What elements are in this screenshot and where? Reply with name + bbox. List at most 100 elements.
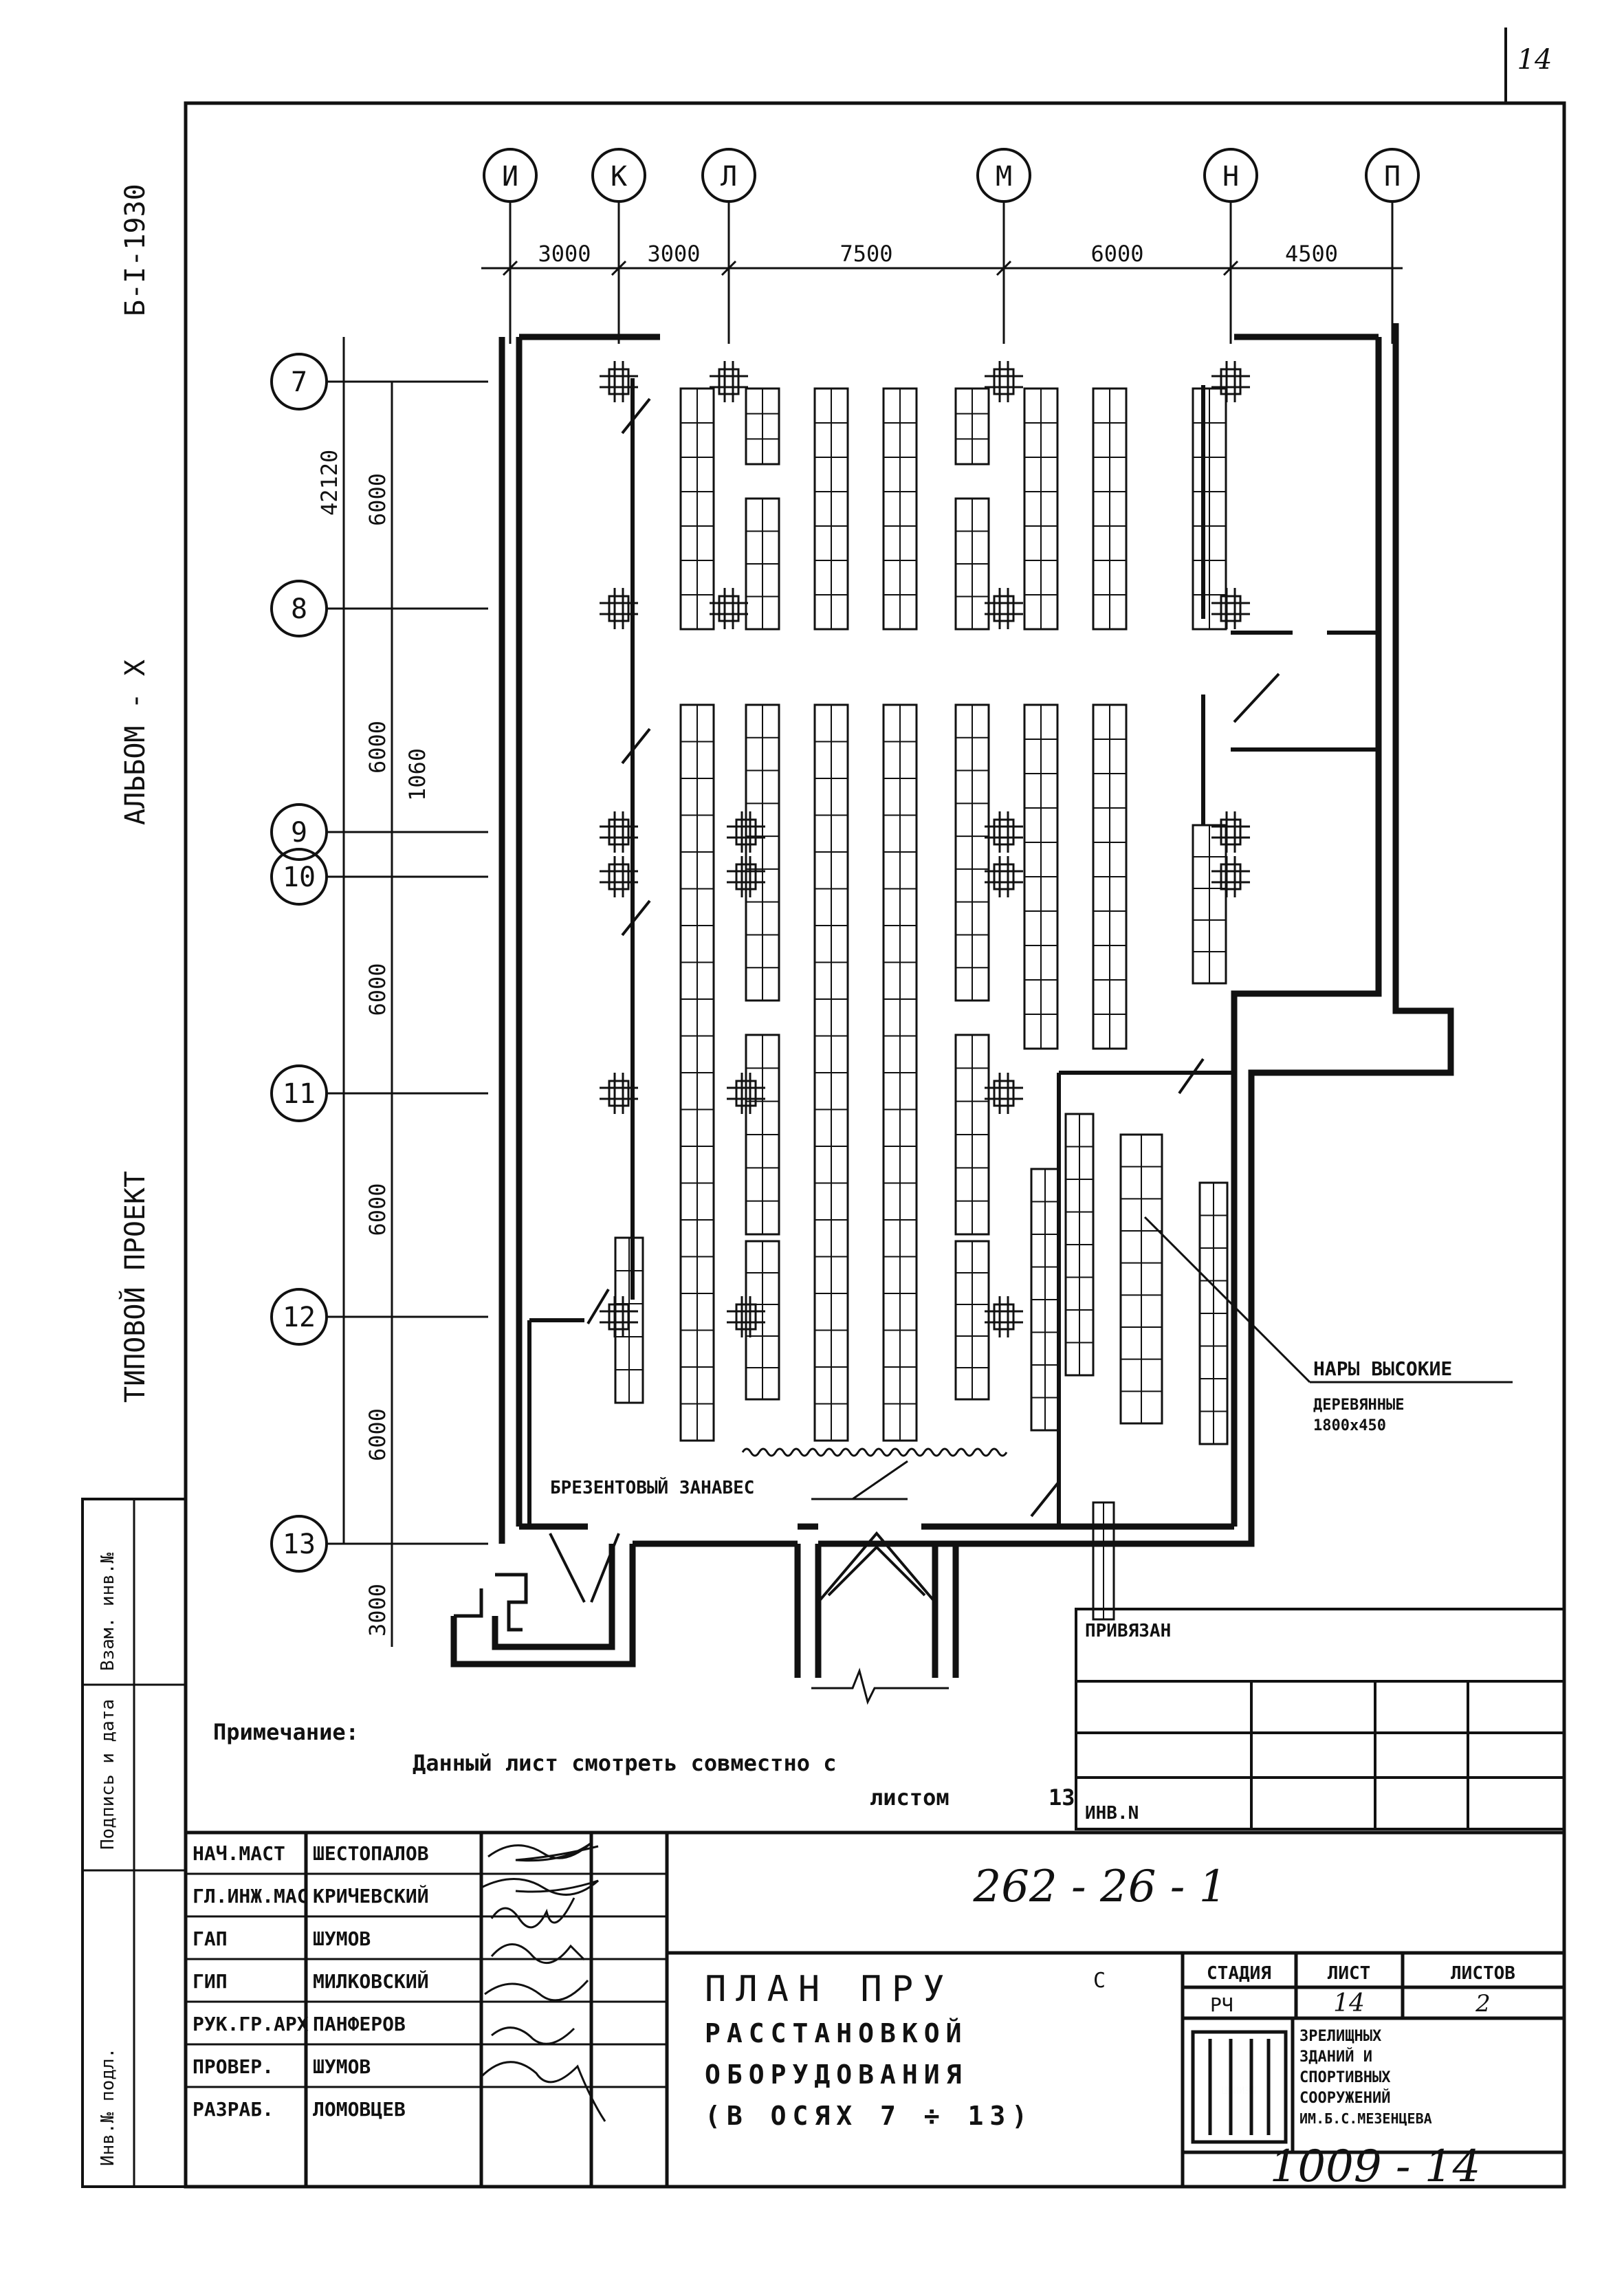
column-axis-label: Л <box>721 161 737 193</box>
column-dimension: 7500 <box>840 241 892 267</box>
org-line-4: СООРУЖЕНИЙ <box>1299 2089 1390 2107</box>
dim-offset: 1060 <box>404 748 430 801</box>
stage-value: РЧ <box>1210 1993 1233 2016</box>
bunk-group <box>745 1034 780 1236</box>
note-label: Примечание: <box>213 1719 359 1745</box>
person-name: ПАНФЕРОВ <box>313 2013 406 2035</box>
column-marker <box>600 361 638 402</box>
person-role: ГЛ.ИНЖ.МАС <box>193 1885 309 1907</box>
column-marker <box>1211 361 1250 402</box>
sheet-header: ЛИСТ <box>1328 1963 1371 1984</box>
column-axis-4: М <box>976 148 1031 344</box>
column-axis-1: И <box>483 148 538 344</box>
row-dimension: 6000 <box>364 1183 391 1236</box>
people-row: ПРОВЕР.ШУМОВ <box>186 2043 667 2078</box>
column-marker <box>600 811 638 853</box>
inv-label: ИНВ.N <box>1085 1803 1139 1824</box>
bunk-group <box>954 1034 990 1236</box>
bunk-group <box>1192 387 1227 631</box>
album-label: АЛЬБОМ - X <box>120 659 151 825</box>
bunk-group <box>813 703 849 1442</box>
bunk-group <box>1092 387 1128 631</box>
column-marker <box>985 361 1023 402</box>
column-marker <box>1211 856 1250 897</box>
bunk-group <box>813 387 849 631</box>
stairs <box>454 1573 528 1632</box>
column-marker <box>710 588 748 629</box>
org-line-1: ЗРЕЛИЩНЫХ <box>1299 2028 1381 2045</box>
person-role: ПРОВЕР. <box>193 2055 274 2078</box>
column-axis-3: Л <box>701 148 756 344</box>
title-line-2: РАССТАНОВКОЙ <box>705 2018 968 2048</box>
org-line-3: СПОРТИВНЫХ <box>1299 2069 1390 2086</box>
bunk-group <box>1092 1501 1115 1621</box>
row-dimension: 6000 <box>364 721 391 774</box>
strip-sign: Подпись и дата <box>98 1699 118 1850</box>
note-line-2: листом <box>870 1784 950 1811</box>
bunk-group <box>1023 703 1059 1050</box>
bunk-group <box>745 1240 780 1401</box>
row-axis-label: 12 <box>283 1302 316 1333</box>
bunk-group <box>1192 824 1227 985</box>
bunk-group <box>1198 1181 1229 1445</box>
curtain-label: БРЕЗЕНТОВЫЙ ЗАНАВЕС <box>550 1476 754 1498</box>
person-role: НАЧ.МАСТ <box>193 1842 285 1865</box>
bunk-group <box>1064 1113 1095 1377</box>
note-ref: 13 <box>1049 1784 1075 1811</box>
title-line-4: (В ОСЯХ 7 ÷ 13) <box>705 2101 1033 2131</box>
bunk-group <box>954 387 990 466</box>
row-axis-label: 8 <box>291 593 307 625</box>
sheets-value: 2 <box>1475 1990 1491 2018</box>
dimension-lines <box>342 267 1403 1647</box>
org-line-2: ЗДАНИЙ И <box>1299 2048 1372 2066</box>
column-axis-label: И <box>502 161 518 193</box>
curtain <box>741 1447 1008 1457</box>
doc-code: 262 - 26 - 1 <box>973 1861 1227 1912</box>
column-marker <box>985 1073 1023 1114</box>
note-line-1: Данный лист смотреть совместно с <box>413 1750 837 1776</box>
stage-header: СТАДИЯ <box>1207 1963 1271 1984</box>
structural-columns <box>600 361 1250 1337</box>
bunk-group <box>954 703 990 1002</box>
column-marker <box>727 856 765 897</box>
bunk-group <box>745 703 780 1002</box>
person-role: РАЗРАБ. <box>193 2098 274 2121</box>
org-line-5: ИМ.Б.С.МЕЗЕНЦЕВА <box>1299 2110 1432 2127</box>
row-axis-1: 7 <box>270 353 488 411</box>
bunks-layout <box>614 387 1229 1621</box>
column-marker <box>985 588 1023 629</box>
bunk-group <box>679 703 715 1442</box>
project-label: ТИПОВОЙ ПРОЕКТ <box>118 1171 151 1403</box>
column-marker <box>985 811 1023 853</box>
sheet-number: 14 <box>1517 44 1552 76</box>
strip-replace: Взам. инв.№ <box>98 1552 118 1671</box>
column-marker <box>985 1296 1023 1337</box>
bunks-label-3: 1800x450 <box>1313 1417 1386 1434</box>
column-axis-6: П <box>1365 148 1420 344</box>
column-axis-2: К <box>591 148 646 344</box>
bunk-group <box>1119 1133 1163 1425</box>
column-axis-label: Н <box>1222 161 1239 193</box>
column-marker <box>600 1296 638 1337</box>
column-marker <box>600 588 638 629</box>
bunk-group <box>954 1240 990 1401</box>
bunk-group <box>954 497 990 631</box>
column-marker <box>727 811 765 853</box>
column-axis-5: Н <box>1203 148 1258 344</box>
row-axis-label: 13 <box>283 1529 316 1560</box>
column-dimension: 3000 <box>647 241 700 267</box>
building-walls <box>450 323 1454 1678</box>
column-marker <box>1211 811 1250 853</box>
bunk-group <box>1092 703 1128 1050</box>
row-dimension: 6000 <box>364 1408 391 1461</box>
column-marker <box>710 361 748 402</box>
row-axis-2: 8 <box>270 580 488 637</box>
